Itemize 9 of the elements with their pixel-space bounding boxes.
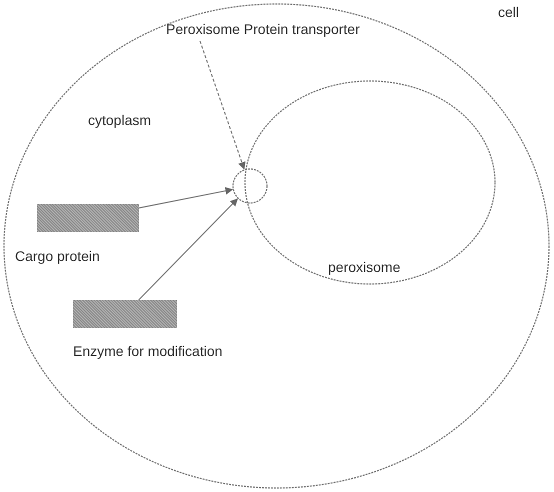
arrow <box>199 40 246 170</box>
bar-caption: Enzyme for modification <box>73 343 222 359</box>
node-label: peroxisome <box>328 259 400 275</box>
node-label: cell <box>498 4 520 20</box>
transporter-label: Peroxisome Protein transporter <box>166 21 360 37</box>
arrow <box>138 187 234 208</box>
region-label: cytoplasm <box>88 112 152 128</box>
arrow <box>138 198 238 300</box>
bar-caption: Cargo protein <box>15 248 100 264</box>
